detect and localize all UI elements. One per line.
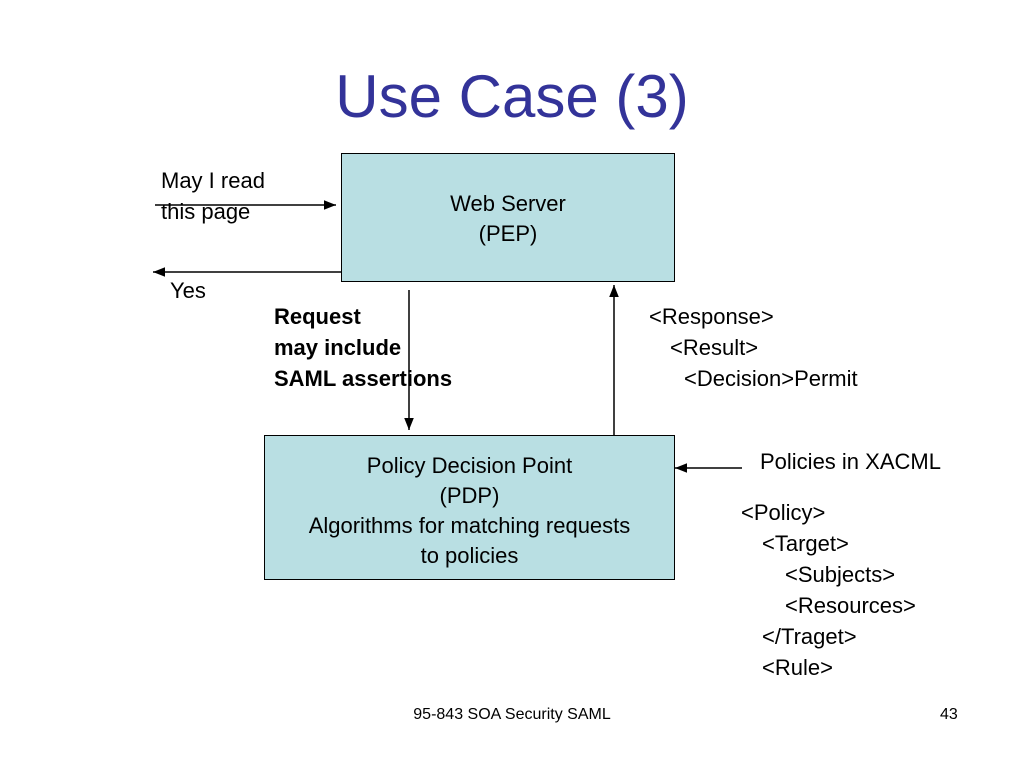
saml-note-line-3: SAML assertions: [274, 366, 453, 391]
policy-xml-line-6: <Rule>: [762, 655, 833, 680]
saml-note: Request may include SAML assertions: [274, 301, 452, 394]
request-text: May I read this page: [161, 165, 265, 227]
pdp-line-4: to policies: [420, 543, 519, 568]
response-xml: <Response> <Result> <Decision>Permit: [649, 301, 858, 394]
policy-xml-line-3: <Subjects>: [785, 562, 896, 587]
policy-xml-line-1: <Policy>: [741, 500, 826, 525]
pdp-line-3: Algorithms for matching requests: [308, 513, 631, 538]
policy-xml-line-2: <Target>: [762, 531, 849, 556]
request-line-2: this page: [161, 199, 251, 224]
reply-text: Yes: [170, 278, 206, 303]
pep-label: (PEP): [478, 221, 538, 246]
response-xml-line-2: <Result>: [670, 335, 759, 360]
pdp-line-2: (PDP): [439, 483, 500, 508]
slide-title: Use Case (3): [335, 63, 689, 130]
web-server-box: Web Server (PEP): [341, 153, 675, 282]
saml-note-line-1: Request: [274, 304, 361, 329]
pdp-line-1: Policy Decision Point: [366, 453, 573, 478]
policy-xml-line-4: <Resources>: [785, 593, 916, 618]
request-line-1: May I read: [161, 168, 265, 193]
slide-footer: 95-843 SOA Security SAML: [413, 706, 611, 723]
web-server-label: Web Server: [450, 191, 566, 216]
policies-label: Policies in XACML: [760, 449, 941, 474]
response-xml-line-3: <Decision>Permit: [684, 366, 858, 391]
page-number: 43: [940, 706, 958, 723]
policy-xml: <Policy> <Target> <Subjects> <Resources>…: [741, 497, 916, 683]
saml-note-line-2: may include: [274, 335, 402, 360]
response-xml-line-1: <Response>: [649, 304, 774, 329]
policy-xml-line-5: </Traget>: [762, 624, 857, 649]
pdp-box: Policy Decision Point (PDP) Algorithms f…: [264, 435, 675, 580]
